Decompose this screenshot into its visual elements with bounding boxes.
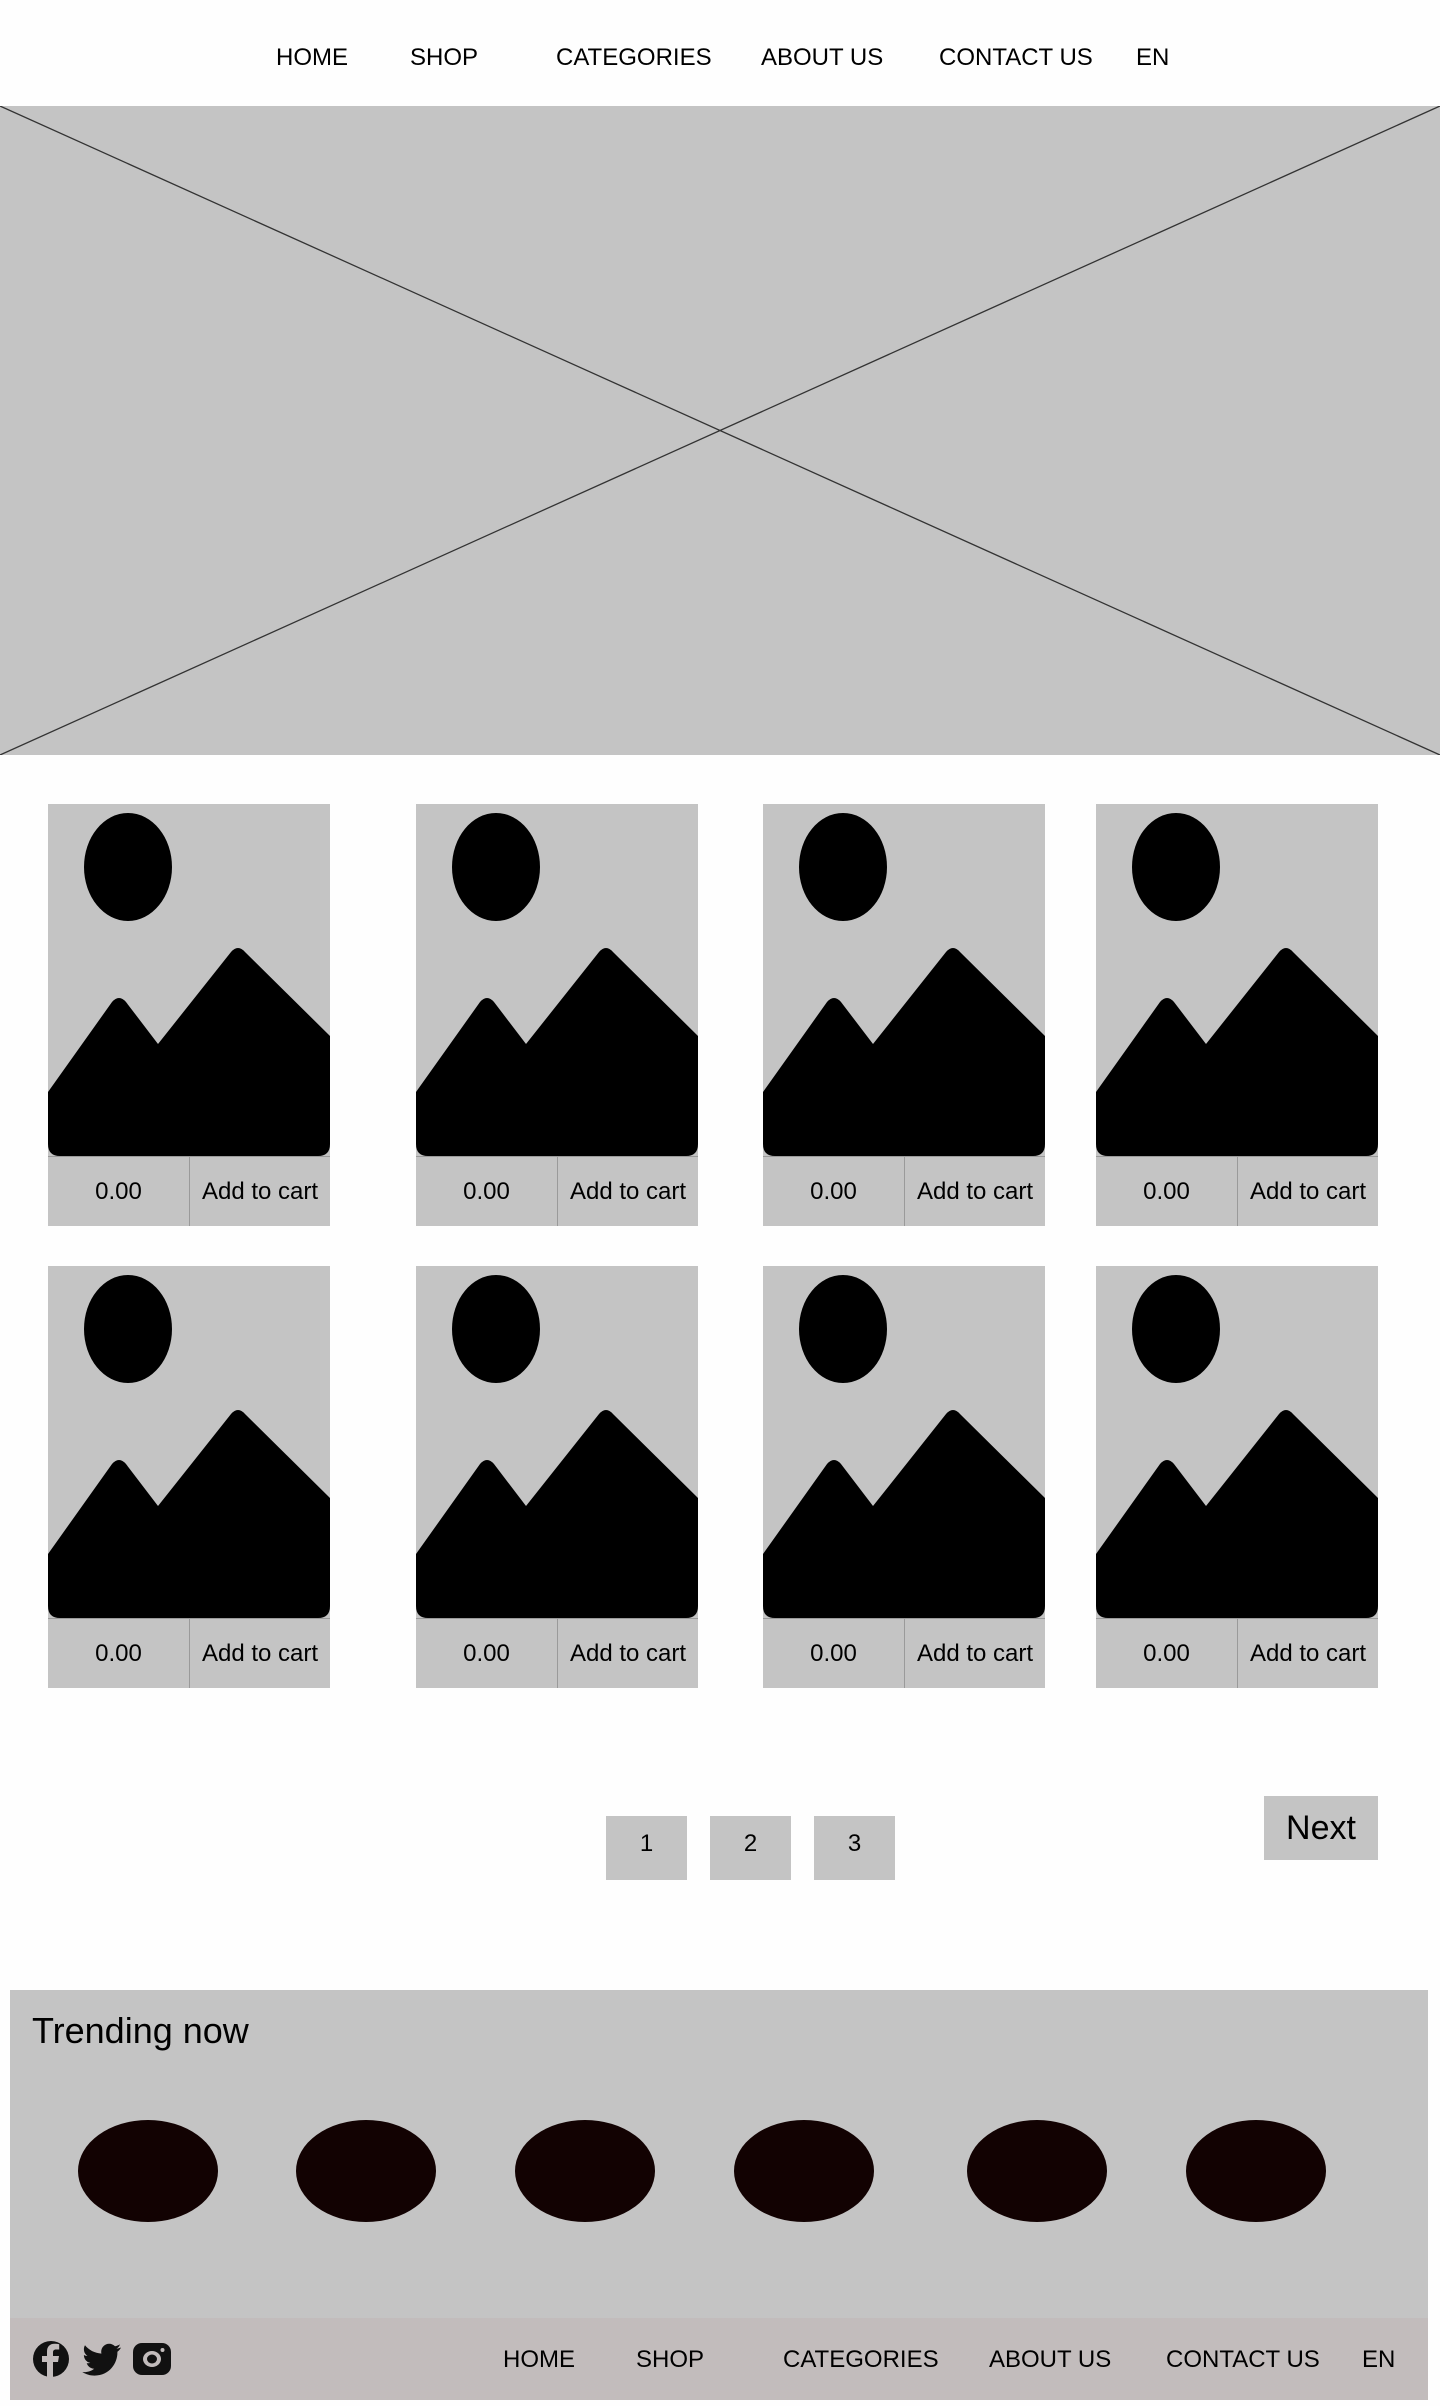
add-to-cart-button[interactable]: Add to cart <box>916 1177 1034 1205</box>
facebook-icon[interactable] <box>32 2340 70 2378</box>
product-card[interactable]: 0.00 Add to cart <box>48 1266 330 1688</box>
add-to-cart-button[interactable]: Add to cart <box>569 1177 687 1205</box>
product-price: 0.00 <box>763 1157 905 1226</box>
product-price: 0.00 <box>48 1619 190 1688</box>
product-image-icon <box>763 1266 1045 1618</box>
product-image-icon <box>48 804 330 1156</box>
page-button-2[interactable]: 2 <box>710 1816 791 1880</box>
add-to-cart-button[interactable]: Add to cart <box>569 1639 687 1667</box>
product-image-icon <box>416 1266 698 1618</box>
product-card[interactable]: 0.00 Add to cart <box>763 1266 1045 1688</box>
nav-contact-link[interactable]: CONTACT US <box>939 44 1093 71</box>
product-image-icon <box>763 804 1045 1156</box>
product-price: 0.00 <box>48 1157 190 1226</box>
product-card[interactable]: 0.00 Add to cart <box>1096 804 1378 1226</box>
trending-item[interactable] <box>1186 2120 1326 2222</box>
footer-language-selector[interactable]: EN <box>1362 2346 1396 2373</box>
trending-item[interactable] <box>734 2120 874 2222</box>
product-price: 0.00 <box>416 1619 558 1688</box>
add-to-cart-button[interactable]: Add to cart <box>1249 1177 1367 1205</box>
nav-about-link[interactable]: ABOUT US <box>761 44 884 71</box>
product-price: 0.00 <box>1096 1619 1238 1688</box>
trending-item[interactable] <box>78 2120 218 2222</box>
product-image-icon <box>1096 804 1378 1156</box>
product-price: 0.00 <box>416 1157 558 1226</box>
footer-categories-link[interactable]: CATEGORIES <box>783 2346 939 2373</box>
footer-contact-link[interactable]: CONTACT US <box>1166 2346 1320 2373</box>
product-card[interactable]: 0.00 Add to cart <box>416 1266 698 1688</box>
nav-shop-link[interactable]: SHOP <box>410 44 479 71</box>
add-to-cart-button[interactable]: Add to cart <box>916 1639 1034 1667</box>
footer-about-link[interactable]: ABOUT US <box>989 2346 1112 2373</box>
twitter-icon[interactable] <box>82 2340 122 2378</box>
add-to-cart-button[interactable]: Add to cart <box>201 1639 319 1667</box>
product-card[interactable]: 0.00 Add to cart <box>416 804 698 1226</box>
trending-item[interactable] <box>967 2120 1107 2222</box>
nav-language-selector[interactable]: EN <box>1136 44 1170 71</box>
nav-home-link[interactable]: HOME <box>276 44 348 71</box>
trending-item[interactable] <box>515 2120 655 2222</box>
trending-section: Trending now <box>10 1990 1428 2318</box>
footer-home-link[interactable]: HOME <box>503 2346 575 2373</box>
product-price: 0.00 <box>1096 1157 1238 1226</box>
product-image-icon <box>1096 1266 1378 1618</box>
product-image-icon <box>48 1266 330 1618</box>
nav-categories-link[interactable]: CATEGORIES <box>556 44 712 71</box>
trending-item[interactable] <box>296 2120 436 2222</box>
add-to-cart-button[interactable]: Add to cart <box>1249 1639 1367 1667</box>
instagram-icon[interactable] <box>132 2340 172 2378</box>
product-card[interactable]: 0.00 Add to cart <box>48 804 330 1226</box>
product-image-icon <box>416 804 698 1156</box>
footer: HOME SHOP CATEGORIES ABOUT US CONTACT US… <box>10 2318 1428 2400</box>
page-button-1[interactable]: 1 <box>606 1816 687 1880</box>
trending-title: Trending now <box>32 2010 249 2051</box>
page-button-3[interactable]: 3 <box>814 1816 895 1880</box>
hero-image-placeholder <box>0 106 1440 755</box>
add-to-cart-button[interactable]: Add to cart <box>201 1177 319 1205</box>
next-page-button[interactable]: Next <box>1264 1796 1378 1860</box>
product-price: 0.00 <box>763 1619 905 1688</box>
footer-shop-link[interactable]: SHOP <box>636 2346 705 2373</box>
product-card[interactable]: 0.00 Add to cart <box>1096 1266 1378 1688</box>
product-card[interactable]: 0.00 Add to cart <box>763 804 1045 1226</box>
